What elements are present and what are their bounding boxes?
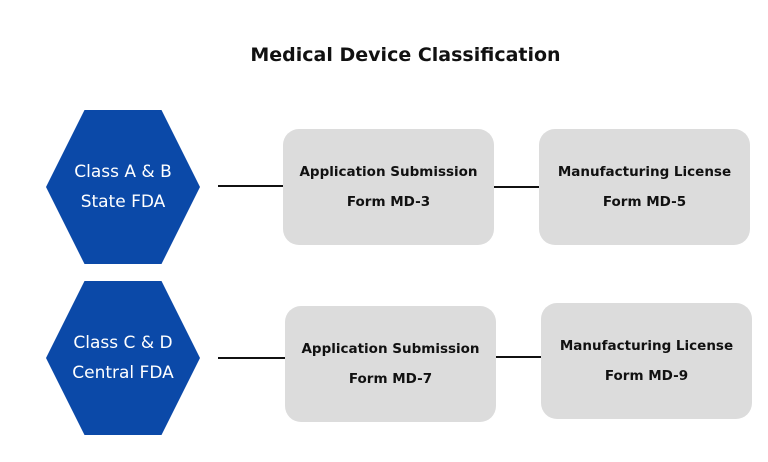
- diagram-title: Medical Device Classification: [250, 44, 561, 66]
- license-md9-label: Manufacturing License: [559, 338, 734, 354]
- application-md3-label: Application Submission: [299, 164, 478, 180]
- connector-class-cd-to-application: [218, 357, 286, 359]
- application-md3-form: Form MD-3: [346, 194, 431, 210]
- class-cd-hexagon: Class C & D Central FDA: [46, 281, 200, 435]
- license-md9-form: Form MD-9: [604, 368, 689, 384]
- license-md9-box: Manufacturing License Form MD-9: [541, 303, 752, 419]
- class-cd-label: Class C & D: [73, 333, 173, 353]
- class-ab-hexagon: Class A & B State FDA: [46, 110, 200, 264]
- connector-class-ab-to-application: [218, 185, 284, 187]
- license-md5-form: Form MD-5: [602, 194, 687, 210]
- application-md7-box: Application Submission Form MD-7: [285, 306, 496, 422]
- connector-application-md3-to-license: [492, 186, 540, 188]
- license-md5-box: Manufacturing License Form MD-5: [539, 129, 750, 245]
- connector-application-md7-to-license: [494, 356, 542, 358]
- application-md7-label: Application Submission: [301, 341, 480, 357]
- class-ab-label: Class A & B: [74, 162, 172, 182]
- license-md5-label: Manufacturing License: [557, 164, 732, 180]
- class-ab-authority: State FDA: [80, 192, 166, 212]
- application-md7-form: Form MD-7: [348, 371, 433, 387]
- application-md3-box: Application Submission Form MD-3: [283, 129, 494, 245]
- class-cd-authority: Central FDA: [72, 363, 174, 383]
